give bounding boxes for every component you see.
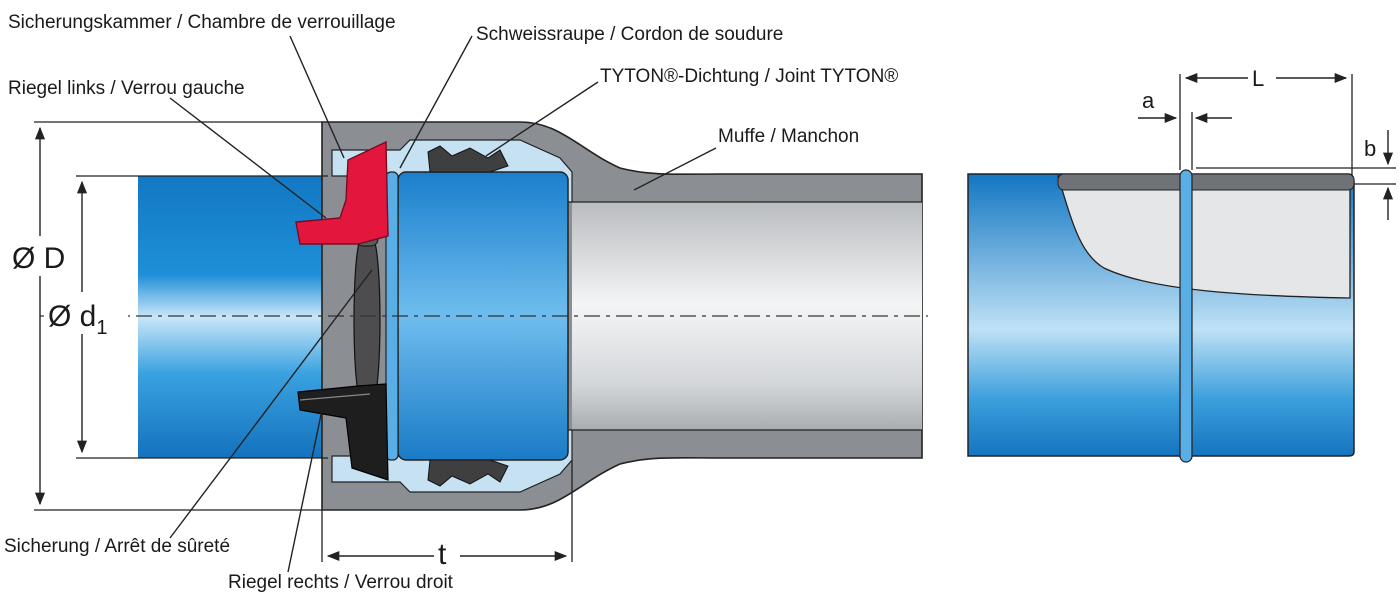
- label-riegel-links: Riegel links / Verrou gauche: [8, 78, 245, 99]
- dim-D-label: Ø D: [12, 242, 65, 275]
- leader-riegel-links: [169, 97, 327, 219]
- right-weld-bead: [1179, 169, 1193, 463]
- label-riegel-rechts: Riegel rechts / Verrou droit: [228, 572, 454, 593]
- leader-sicherungskammer: [289, 35, 345, 159]
- left-pipe: [138, 176, 328, 458]
- right-pipe-lining: [1057, 175, 1351, 299]
- leader-schweissraupe: [399, 35, 473, 169]
- dim-t-label: t: [438, 538, 447, 571]
- security-ring: [353, 239, 381, 401]
- dim-a-label: a: [1142, 88, 1155, 113]
- latch-left: [295, 140, 389, 245]
- label-muffe: Muffe / Manchon: [718, 126, 859, 147]
- label-tyton: TYTON®-Dichtung / Joint TYTON®: [600, 66, 898, 87]
- leader-tyton: [485, 81, 599, 157]
- tyton-gasket-upper: [427, 145, 509, 173]
- latch-right: [297, 383, 389, 481]
- leader-sicherung: [169, 269, 373, 539]
- leader-riegel-rechts: [287, 409, 323, 573]
- label-sicherungskammer: Sicherungskammer / Chambre de verrouilla…: [8, 12, 396, 33]
- dim-d1-label: Ø d1: [48, 300, 107, 339]
- dim-L-label: L: [1252, 66, 1264, 91]
- leader-muffe: [633, 147, 717, 191]
- dim-b-label: b: [1364, 136, 1376, 161]
- label-sicherung: Sicherung / Arrêt de sûreté: [4, 536, 230, 557]
- right-pipe-wall: [1057, 173, 1355, 191]
- tyton-gasket-lower: [427, 459, 509, 487]
- label-schweissraupe: Schweissraupe / Cordon de soudure: [476, 24, 783, 45]
